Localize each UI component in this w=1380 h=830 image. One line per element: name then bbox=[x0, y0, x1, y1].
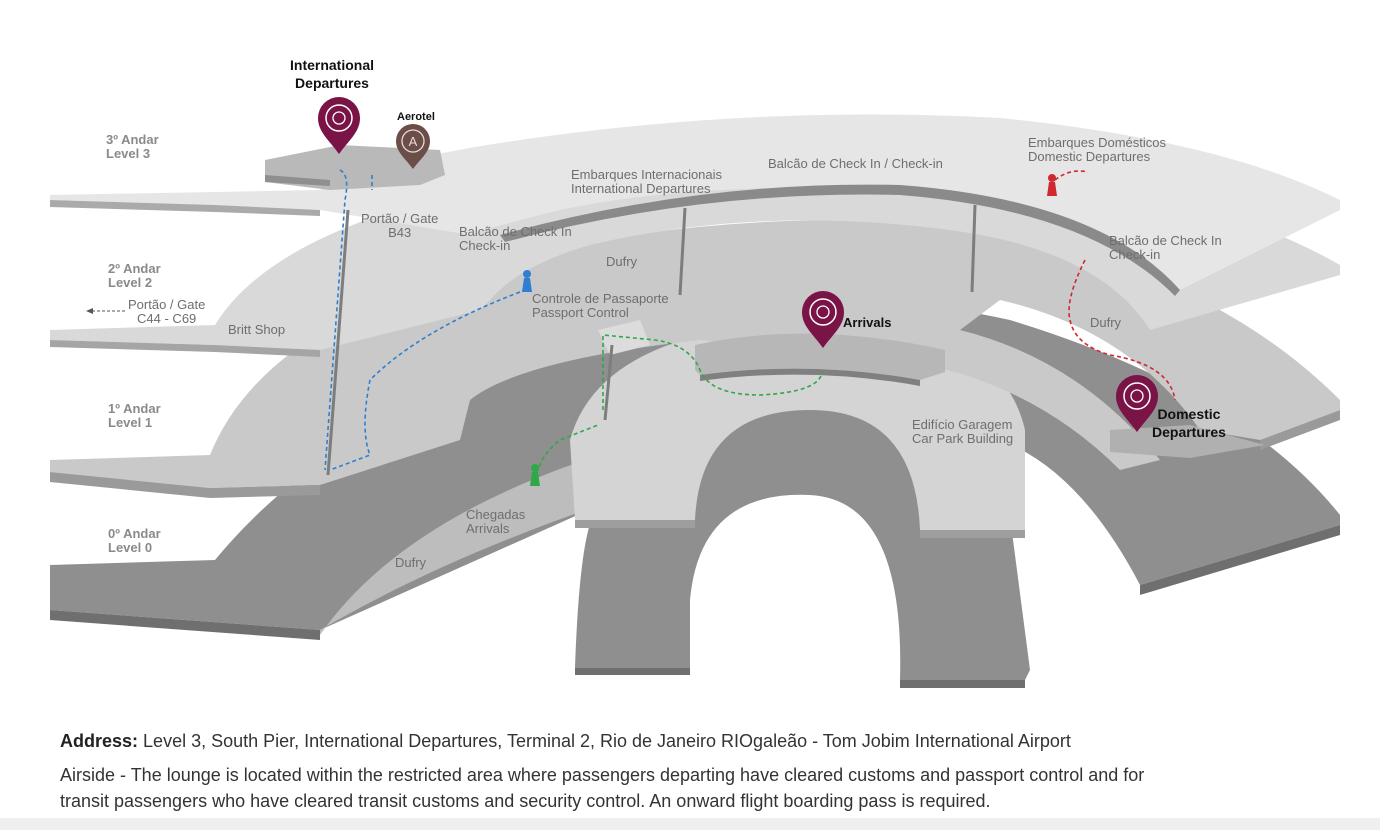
airside-line-1: Airside - The lounge is located within t… bbox=[60, 765, 1145, 785]
arrivals-title: Arrivals bbox=[843, 315, 892, 330]
terminal-map: A bbox=[50, 97, 1340, 688]
level-1-floor bbox=[50, 220, 1340, 498]
route-green bbox=[534, 334, 823, 481]
connectors bbox=[326, 204, 977, 476]
address-label: Address: bbox=[60, 731, 139, 751]
airside-line-2: transit passengers who have cleared tran… bbox=[60, 791, 991, 811]
dufry-level2-label: Dufry bbox=[606, 254, 638, 269]
green-person-icon bbox=[530, 464, 540, 486]
aerotel-title: Aerotel bbox=[397, 111, 435, 123]
address-line: Address: Level 3, South Pier, Internatio… bbox=[60, 728, 1071, 754]
dufry-level0-label: Dufry bbox=[395, 555, 427, 570]
svg-text:A: A bbox=[409, 134, 418, 149]
aerotel-pin-icon: A bbox=[396, 124, 430, 169]
arrow-left-icon bbox=[86, 308, 125, 314]
intl-departures-pin-icon bbox=[318, 97, 360, 154]
domestic-departures-pin-icon bbox=[1116, 375, 1158, 432]
dufry-right-label: Dufry bbox=[1090, 315, 1122, 330]
route-red bbox=[1054, 170, 1176, 401]
red-person-icon bbox=[1047, 174, 1057, 196]
checkin-top-label: Balcão de Check In / Check-in bbox=[768, 156, 943, 171]
address-value: Level 3, South Pier, International Depar… bbox=[143, 731, 1071, 751]
arrivals-pin-icon bbox=[802, 291, 844, 348]
blue-person-icon bbox=[522, 270, 532, 292]
footer-band bbox=[0, 818, 1380, 830]
route-blue bbox=[324, 169, 521, 471]
arrivals-island bbox=[598, 320, 945, 386]
britt-shop-label: Britt Shop bbox=[228, 322, 286, 337]
level-3-floor bbox=[50, 114, 1340, 296]
